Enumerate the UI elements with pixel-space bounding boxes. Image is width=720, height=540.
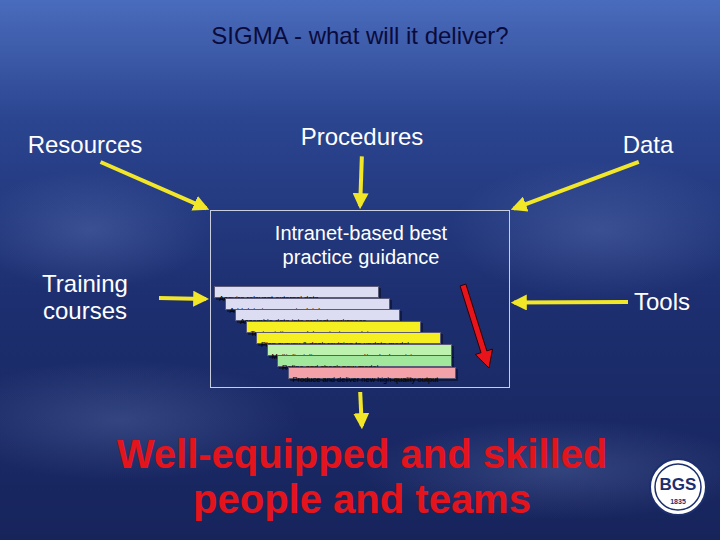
step-band: Test existing model against new data <box>246 321 421 333</box>
step-band: Add data to corporate databases <box>225 298 390 310</box>
node-text: Resources <box>28 132 143 159</box>
node-text: Tools <box>634 289 690 316</box>
step-band: Acquire relevant external data <box>214 286 379 298</box>
logo-text: BGS <box>660 476 697 493</box>
node-text: Data <box>623 132 674 159</box>
step-band: Assemble data into project workspace <box>235 309 400 321</box>
guidance-box: Intranet-based best practice guidanceAcq… <box>210 210 510 388</box>
input-label: Tools <box>632 287 692 318</box>
logo-circle <box>650 459 706 515</box>
step-band: Plan survey & desk revision to update mo… <box>256 332 441 344</box>
input-arrow <box>514 300 628 305</box>
texture <box>450 160 720 300</box>
input-arrow <box>514 162 639 209</box>
input-label: Training courses <box>15 269 155 327</box>
node-text: Procedures <box>301 124 424 151</box>
input-arrow <box>360 392 362 426</box>
input-label: Resources <box>26 130 145 161</box>
node-text: Training courses <box>17 271 153 325</box>
step-band: Multi-disciplinary survey and/or desk re… <box>267 344 452 356</box>
node-text: Well-equipped and skilled people and tea… <box>84 432 640 522</box>
input-arrow <box>360 156 362 206</box>
input-arrow <box>101 162 207 208</box>
node-text: Intranet-based best practice guidance <box>241 221 481 269</box>
step-band: Produce and deliver new high-quality out… <box>288 367 456 379</box>
input-label: Data <box>621 130 676 161</box>
input-label: Procedures <box>299 122 426 153</box>
logo-year: 1835 <box>670 498 686 505</box>
slide-title: SIGMA - what will it deliver? <box>0 22 720 50</box>
node-text: Produce and deliver new high-quality out… <box>293 375 439 385</box>
progress-arrow <box>460 284 492 368</box>
input-arrow <box>159 296 206 301</box>
logo-ring <box>655 464 701 510</box>
outcome-text: Well-equipped and skilled people and tea… <box>82 430 642 524</box>
step-band: Refine and check new model <box>277 355 452 367</box>
